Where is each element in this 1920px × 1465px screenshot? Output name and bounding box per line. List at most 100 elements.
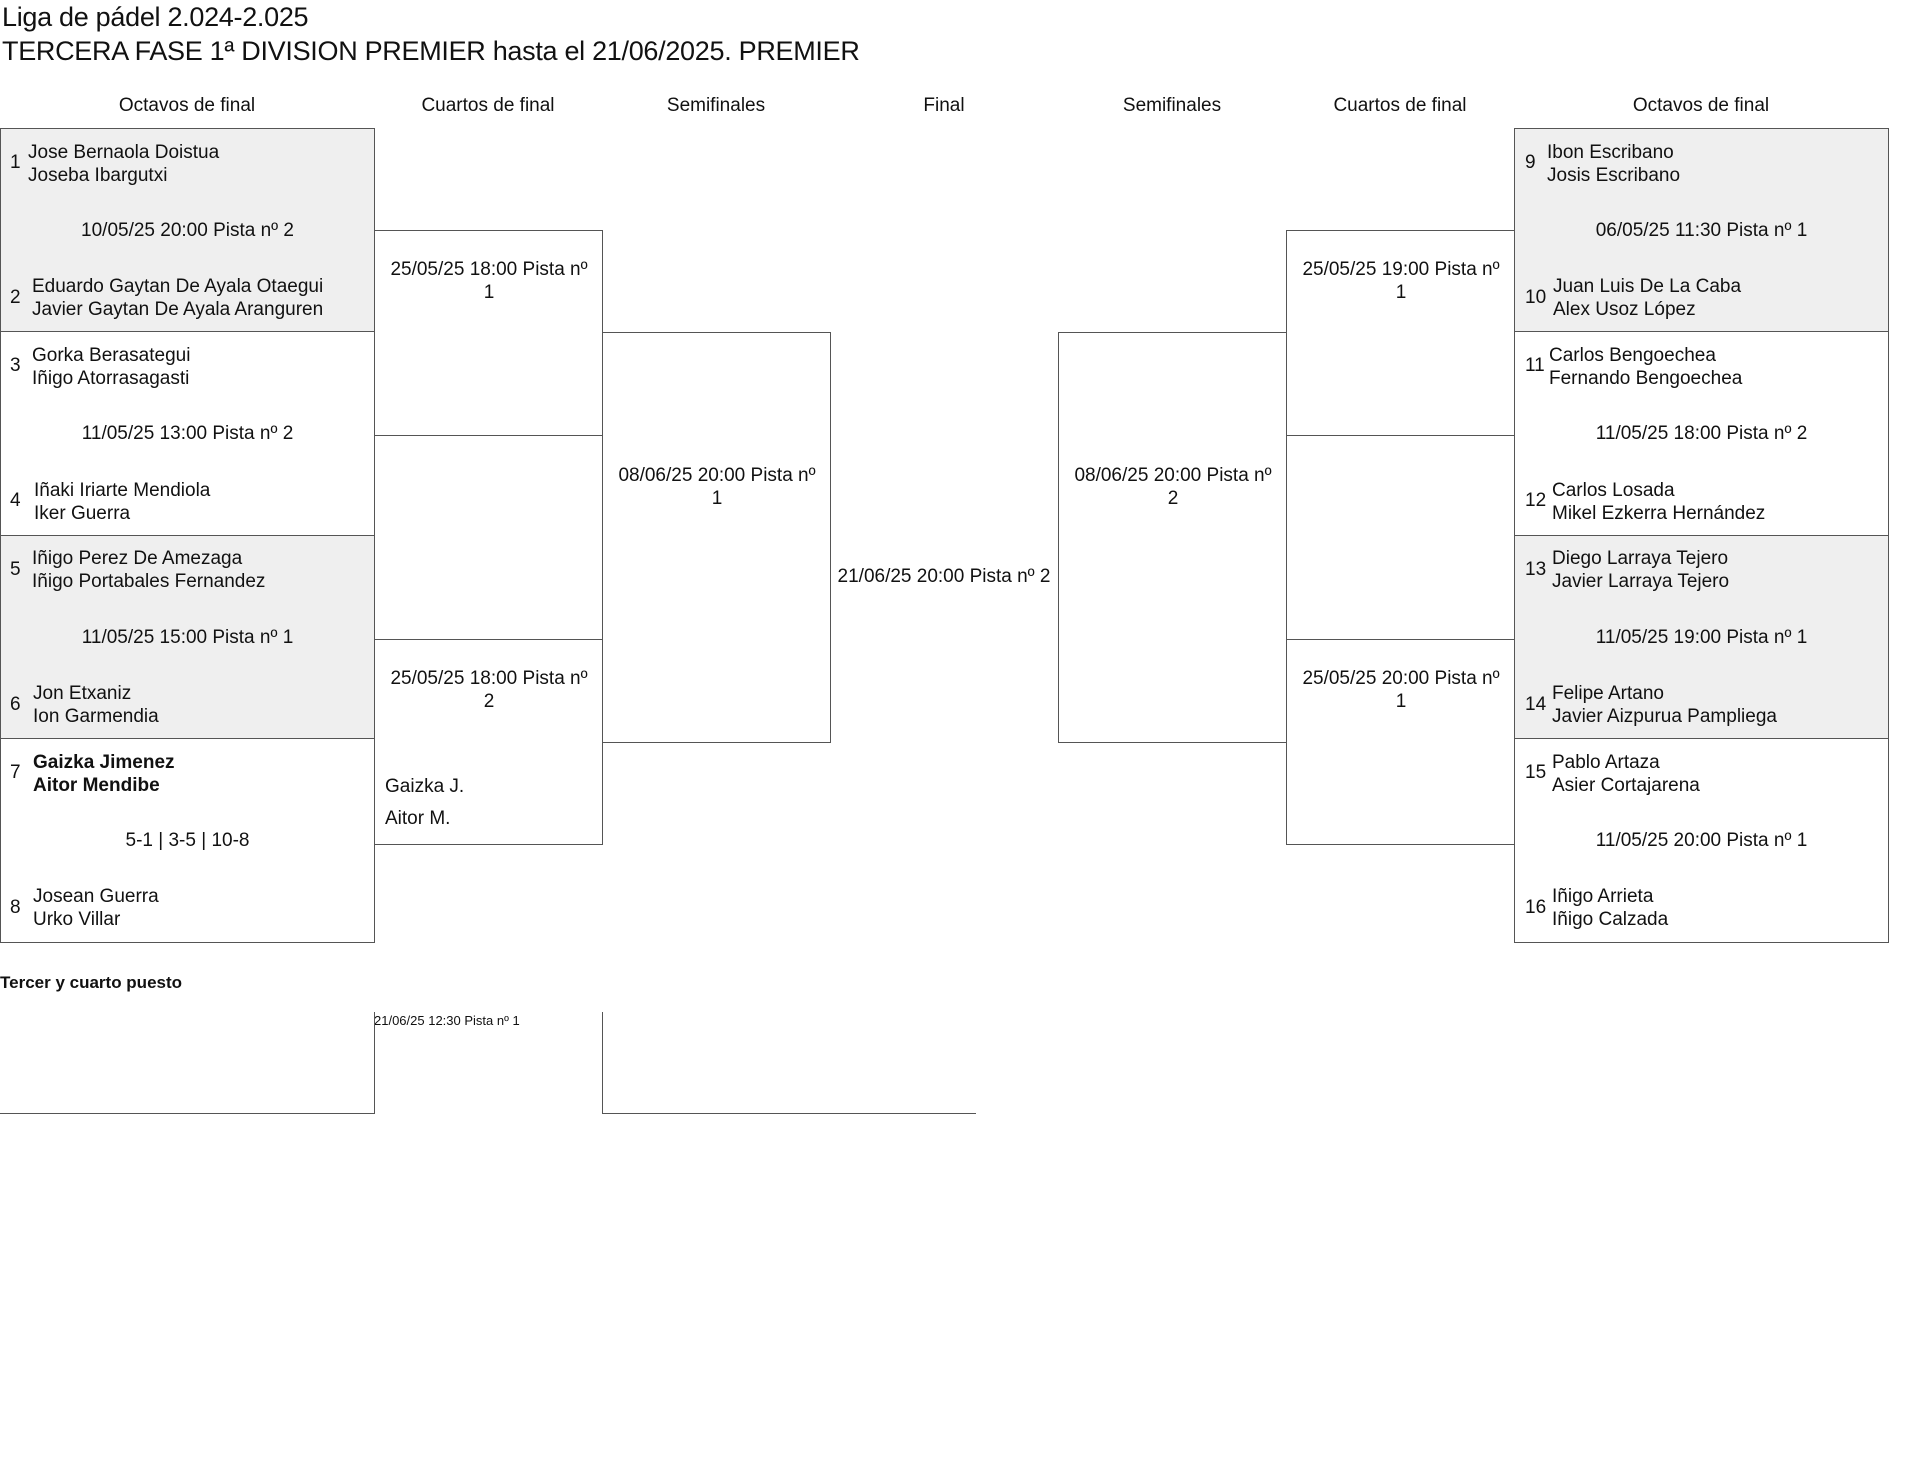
header-final: Final — [923, 95, 965, 116]
match-schedule: 11/05/25 18:00 Pista nº 2 — [1595, 423, 1808, 444]
third-place-line-divider — [374, 1012, 375, 1114]
player-name: Aitor M. — [385, 808, 451, 829]
semifinal-box: 08/06/25 20:00 Pista nº 1 — [602, 332, 831, 743]
player-name: Javier Gaytan De Ayala Aranguren — [32, 299, 324, 320]
match-box: 1 Jose Bernaola Doistua Joseba Ibargutxi… — [0, 128, 375, 332]
quarterfinal-box: 25/05/25 18:00 Pista nº 2 Gaizka J. Aito… — [374, 639, 603, 845]
match-box: 15 Pablo Artaza Asier Cortajarena 11/05/… — [1514, 738, 1889, 943]
third-place-line-right — [602, 1113, 976, 1114]
seed-number: 4 — [10, 490, 21, 511]
team-names-winner: Gaizka Jimenez Aitor Mendibe — [33, 751, 175, 797]
seed-number: 7 — [10, 762, 21, 783]
header-left-semifinals: Semifinales — [666, 95, 766, 116]
match-schedule: 25/05/25 18:00 Pista nº 1 — [390, 259, 588, 303]
seed-number: 5 — [10, 559, 21, 580]
header-left-quarterfinals: Cuartos de final — [421, 95, 555, 116]
seed-number: 9 — [1525, 152, 1536, 173]
match-schedule: 25/05/25 18:00 Pista nº 2 — [390, 668, 588, 712]
player-name: Ion Garmendia — [33, 706, 159, 727]
player-name: Fernando Bengoechea — [1549, 368, 1743, 389]
match-schedule: 11/05/25 19:00 Pista nº 1 — [1595, 627, 1808, 648]
third-place-line-divider — [602, 1012, 603, 1114]
match-box: 5 Iñigo Perez De Amezaga Iñigo Portabale… — [0, 535, 375, 739]
header-right-round-of-16: Octavos de final — [1632, 95, 1770, 116]
player-name: Gaizka J. — [385, 776, 465, 797]
match-box: 9 Ibon Escribano Josis Escribano 06/05/2… — [1514, 128, 1889, 332]
third-place-title: Tercer y cuarto puesto — [0, 973, 183, 992]
player-name: Carlos Bengoechea — [1549, 345, 1716, 366]
match-box: 3 Gorka Berasategui Iñigo Atorrasagasti … — [0, 331, 375, 536]
team-names: Diego Larraya Tejero Javier Larraya Teje… — [1552, 547, 1729, 593]
player-name: Josis Escribano — [1547, 165, 1681, 186]
player-name: Aitor Mendibe — [33, 775, 160, 796]
player-name: Eduardo Gaytan De Ayala Otaegui — [32, 276, 324, 297]
team-names: Felipe Artano Javier Aizpurua Pampliega — [1552, 682, 1777, 728]
seed-number: 13 — [1525, 559, 1547, 580]
match-schedule: 08/06/25 20:00 Pista nº 1 — [618, 465, 816, 509]
player-name: Iñigo Atorrasagasti — [32, 368, 190, 389]
player-name: Urko Villar — [33, 909, 121, 930]
match-schedule: 11/05/25 20:00 Pista nº 1 — [1595, 830, 1808, 851]
team-names: Gorka Berasategui Iñigo Atorrasagasti — [32, 344, 190, 390]
player-name: Josean Guerra — [33, 886, 159, 907]
seed-number: 14 — [1525, 694, 1547, 715]
team-names: Iñaki Iriarte Mendiola Iker Guerra — [34, 479, 210, 525]
player-name: Asier Cortajarena — [1552, 775, 1700, 796]
quarterfinal-box: 25/05/25 19:00 Pista nº 1 — [1286, 230, 1515, 436]
seed-number: 15 — [1525, 762, 1547, 783]
third-place-schedule: 21/06/25 12:30 Pista nº 1 — [374, 1013, 520, 1028]
team-names: Carlos Bengoechea Fernando Bengoechea — [1549, 344, 1742, 390]
player-name: Pablo Artaza — [1552, 752, 1660, 773]
player-name: Diego Larraya Tejero — [1552, 548, 1729, 569]
seed-number: 11 — [1525, 355, 1545, 376]
team-names: Juan Luis De La Caba Alex Usoz López — [1553, 275, 1741, 321]
seed-number: 10 — [1525, 287, 1547, 308]
match-schedule: 25/05/25 19:00 Pista nº 1 — [1302, 259, 1500, 303]
team-names: Carlos Losada Mikel Ezkerra Hernández — [1552, 479, 1765, 525]
team-names: Jose Bernaola Doistua Joseba Ibargutxi — [28, 141, 219, 187]
seed-number: 3 — [10, 355, 21, 376]
match-schedule: 11/05/25 15:00 Pista nº 1 — [81, 627, 294, 648]
page-subtitle: TERCERA FASE 1ª DIVISION PREMIER hasta e… — [2, 36, 860, 66]
header-right-semifinals: Semifinales — [1122, 95, 1222, 116]
player-name: Iñigo Portabales Fernandez — [32, 571, 266, 592]
seed-number: 1 — [10, 152, 21, 173]
player-name: Gaizka Jimenez — [33, 752, 175, 773]
team-names: Ibon Escribano Josis Escribano — [1547, 141, 1680, 187]
header-right-quarterfinals: Cuartos de final — [1333, 95, 1467, 116]
player-name: Jon Etxaniz — [33, 683, 132, 704]
team-names: Pablo Artaza Asier Cortajarena — [1552, 751, 1700, 797]
player-name: Felipe Artano — [1552, 683, 1664, 704]
match-schedule: 10/05/25 20:00 Pista nº 2 — [81, 220, 294, 241]
semifinal-box: 08/06/25 20:00 Pista nº 2 — [1058, 332, 1287, 743]
match-schedule: 25/05/25 20:00 Pista nº 1 — [1302, 668, 1500, 712]
match-schedule: 08/06/25 20:00 Pista nº 2 — [1074, 465, 1272, 509]
player-name: Iker Guerra — [34, 503, 131, 524]
player-name: Jose Bernaola Doistua — [28, 142, 220, 163]
seed-number: 2 — [10, 287, 21, 308]
player-name: Gorka Berasategui — [32, 345, 191, 366]
seed-number: 6 — [10, 694, 21, 715]
match-box: 7 Gaizka Jimenez Aitor Mendibe 5-1 | 3-5… — [0, 738, 375, 943]
match-box: 13 Diego Larraya Tejero Javier Larraya T… — [1514, 535, 1889, 739]
team-names: Eduardo Gaytan De Ayala Otaegui Javier G… — [32, 275, 323, 321]
team-names: Jon Etxaniz Ion Garmendia — [33, 682, 159, 728]
team-names: Josean Guerra Urko Villar — [33, 885, 159, 931]
quarterfinal-box: 25/05/25 18:00 Pista nº 1 — [374, 230, 603, 436]
seed-number: 8 — [10, 897, 21, 918]
player-name: Ibon Escribano — [1547, 142, 1674, 163]
quarterfinal-box: 25/05/25 20:00 Pista nº 1 — [1286, 639, 1515, 845]
player-name: Alex Usoz López — [1553, 299, 1696, 320]
page-title: Liga de pádel 2.024-2.025 — [2, 2, 309, 32]
player-name: Javier Aizpurua Pampliega — [1552, 706, 1777, 727]
match-box: 11 Carlos Bengoechea Fernando Bengoechea… — [1514, 331, 1889, 536]
team-names: Iñigo Arrieta Iñigo Calzada — [1552, 885, 1668, 931]
player-name: Iñaki Iriarte Mendiola — [34, 480, 211, 501]
player-name: Carlos Losada — [1552, 480, 1675, 501]
team-names: Iñigo Perez De Amezaga Iñigo Portabales … — [32, 547, 265, 593]
seed-number: 16 — [1525, 897, 1547, 918]
winner-names: Gaizka J. Aitor M. — [385, 771, 464, 835]
player-name: Iñigo Perez De Amezaga — [32, 548, 243, 569]
seed-number: 12 — [1525, 490, 1547, 511]
